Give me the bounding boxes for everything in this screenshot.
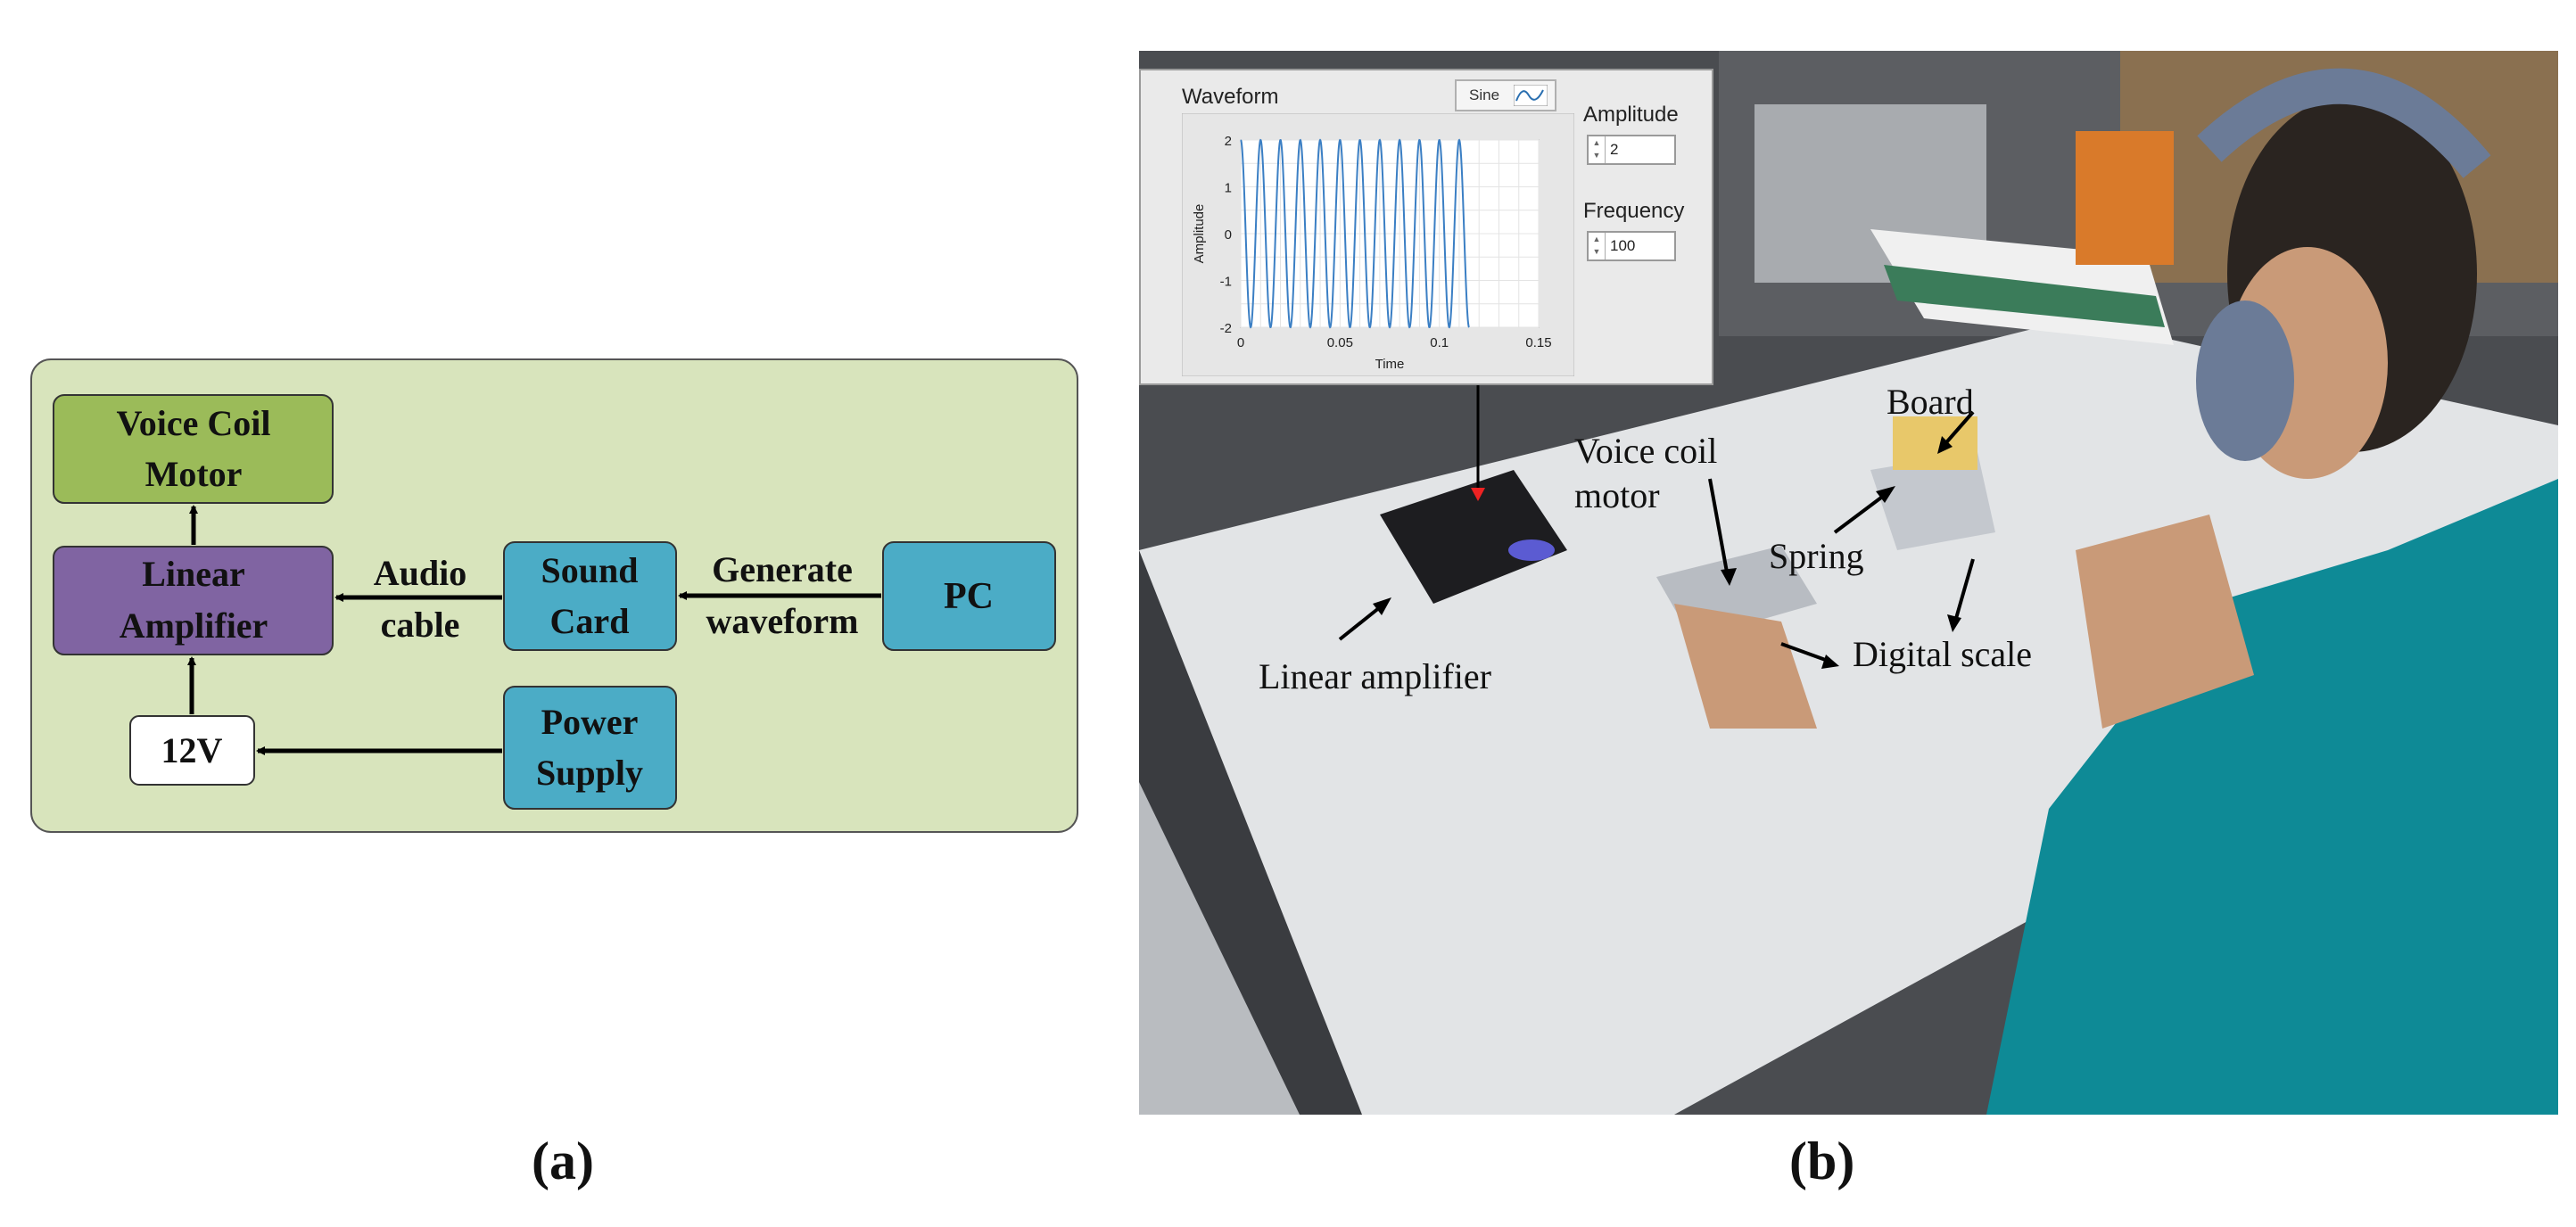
spring-label: Spring <box>1769 536 1864 576</box>
power-label-line1: Power <box>541 702 639 742</box>
generate-waveform-label-line2: waveform <box>706 601 858 641</box>
frequency-numeric-input[interactable]: ▲▼ 100 <box>1587 231 1676 261</box>
caption-a: (a) <box>532 1132 594 1190</box>
audio-cable-label-line1: Audio <box>374 553 467 593</box>
sound-card-block: Sound Card <box>503 541 677 651</box>
sine-wave-series <box>1240 138 1470 329</box>
amplitude-value: 2 <box>1610 141 1619 158</box>
waveform-type-button[interactable]: Sine <box>1455 79 1556 111</box>
linear-amplifier-label: Linear amplifier <box>1259 656 1491 696</box>
amplitude-control-label: Amplitude <box>1583 103 1679 127</box>
board-label: Board <box>1887 382 1974 422</box>
pc-label: PC <box>944 576 994 617</box>
caption-b: (b) <box>1789 1132 1855 1190</box>
x-tick-label: 0.1 <box>1430 335 1449 350</box>
waveform-type-label: Sine <box>1469 86 1500 103</box>
amp-label-line2: Amplifier <box>120 605 268 646</box>
sine-wave-icon <box>1514 85 1548 106</box>
y-tick-label: 2 <box>1225 134 1232 149</box>
frequency-control-label: Frequency <box>1583 199 1685 223</box>
voice-coil-label-line1: Voice coil <box>1574 431 1718 471</box>
voice-coil-label-line2: motor <box>1574 475 1660 515</box>
frequency-stepper[interactable]: ▲▼ <box>1589 233 1606 259</box>
vcm-label-line2: Motor <box>145 454 243 494</box>
pc-block: PC <box>882 541 1056 651</box>
y-tick-label: -2 <box>1220 321 1232 336</box>
x-tick-label: 0.05 <box>1327 335 1353 350</box>
12v-label: 12V <box>161 730 223 770</box>
y-tick-label: -1 <box>1220 275 1232 290</box>
sound-label-line1: Sound <box>541 550 639 590</box>
sound-label-line2: Card <box>550 601 630 641</box>
x-tick-label: 0.15 <box>1525 335 1551 350</box>
power-supply-block: Power Supply <box>503 686 677 810</box>
amplitude-stepper[interactable]: ▲▼ <box>1589 136 1606 163</box>
linear-amplifier-block: Linear Amplifier <box>53 546 334 655</box>
digital-scale-arrow-1 <box>1780 642 1831 663</box>
x-axis-label: Time <box>1375 357 1405 372</box>
vcm-label-line1: Voice Coil <box>117 403 271 443</box>
power-label-line2: Supply <box>536 753 643 793</box>
digital-scale-label: Digital scale <box>1853 634 2033 674</box>
y-tick-label: 0 <box>1225 227 1232 243</box>
voice-coil-motor-block: Voice Coil Motor <box>53 394 334 504</box>
amplitude-numeric-input[interactable]: ▲▼ 2 <box>1587 135 1676 165</box>
block-diagram: Voice Coil Motor Linear Amplifier Sound … <box>30 358 1078 833</box>
frequency-value: 100 <box>1610 237 1636 254</box>
generate-waveform-label-line1: Generate <box>712 549 853 589</box>
12v-block: 12V <box>129 715 255 786</box>
amp-label-line1: Linear <box>142 554 245 594</box>
x-tick-label: 0 <box>1237 335 1244 350</box>
y-tick-label: 1 <box>1225 181 1232 196</box>
y-axis-label: Amplitude <box>1192 204 1207 264</box>
audio-cable-label-line2: cable <box>381 605 460 645</box>
linear-amplifier-arrow <box>1338 602 1386 641</box>
spring-arrow <box>1833 490 1890 534</box>
waveform-title: Waveform <box>1182 85 1279 109</box>
voice-coil-arrow <box>1708 478 1730 578</box>
digital-scale-arrow-2 <box>1953 558 1975 622</box>
